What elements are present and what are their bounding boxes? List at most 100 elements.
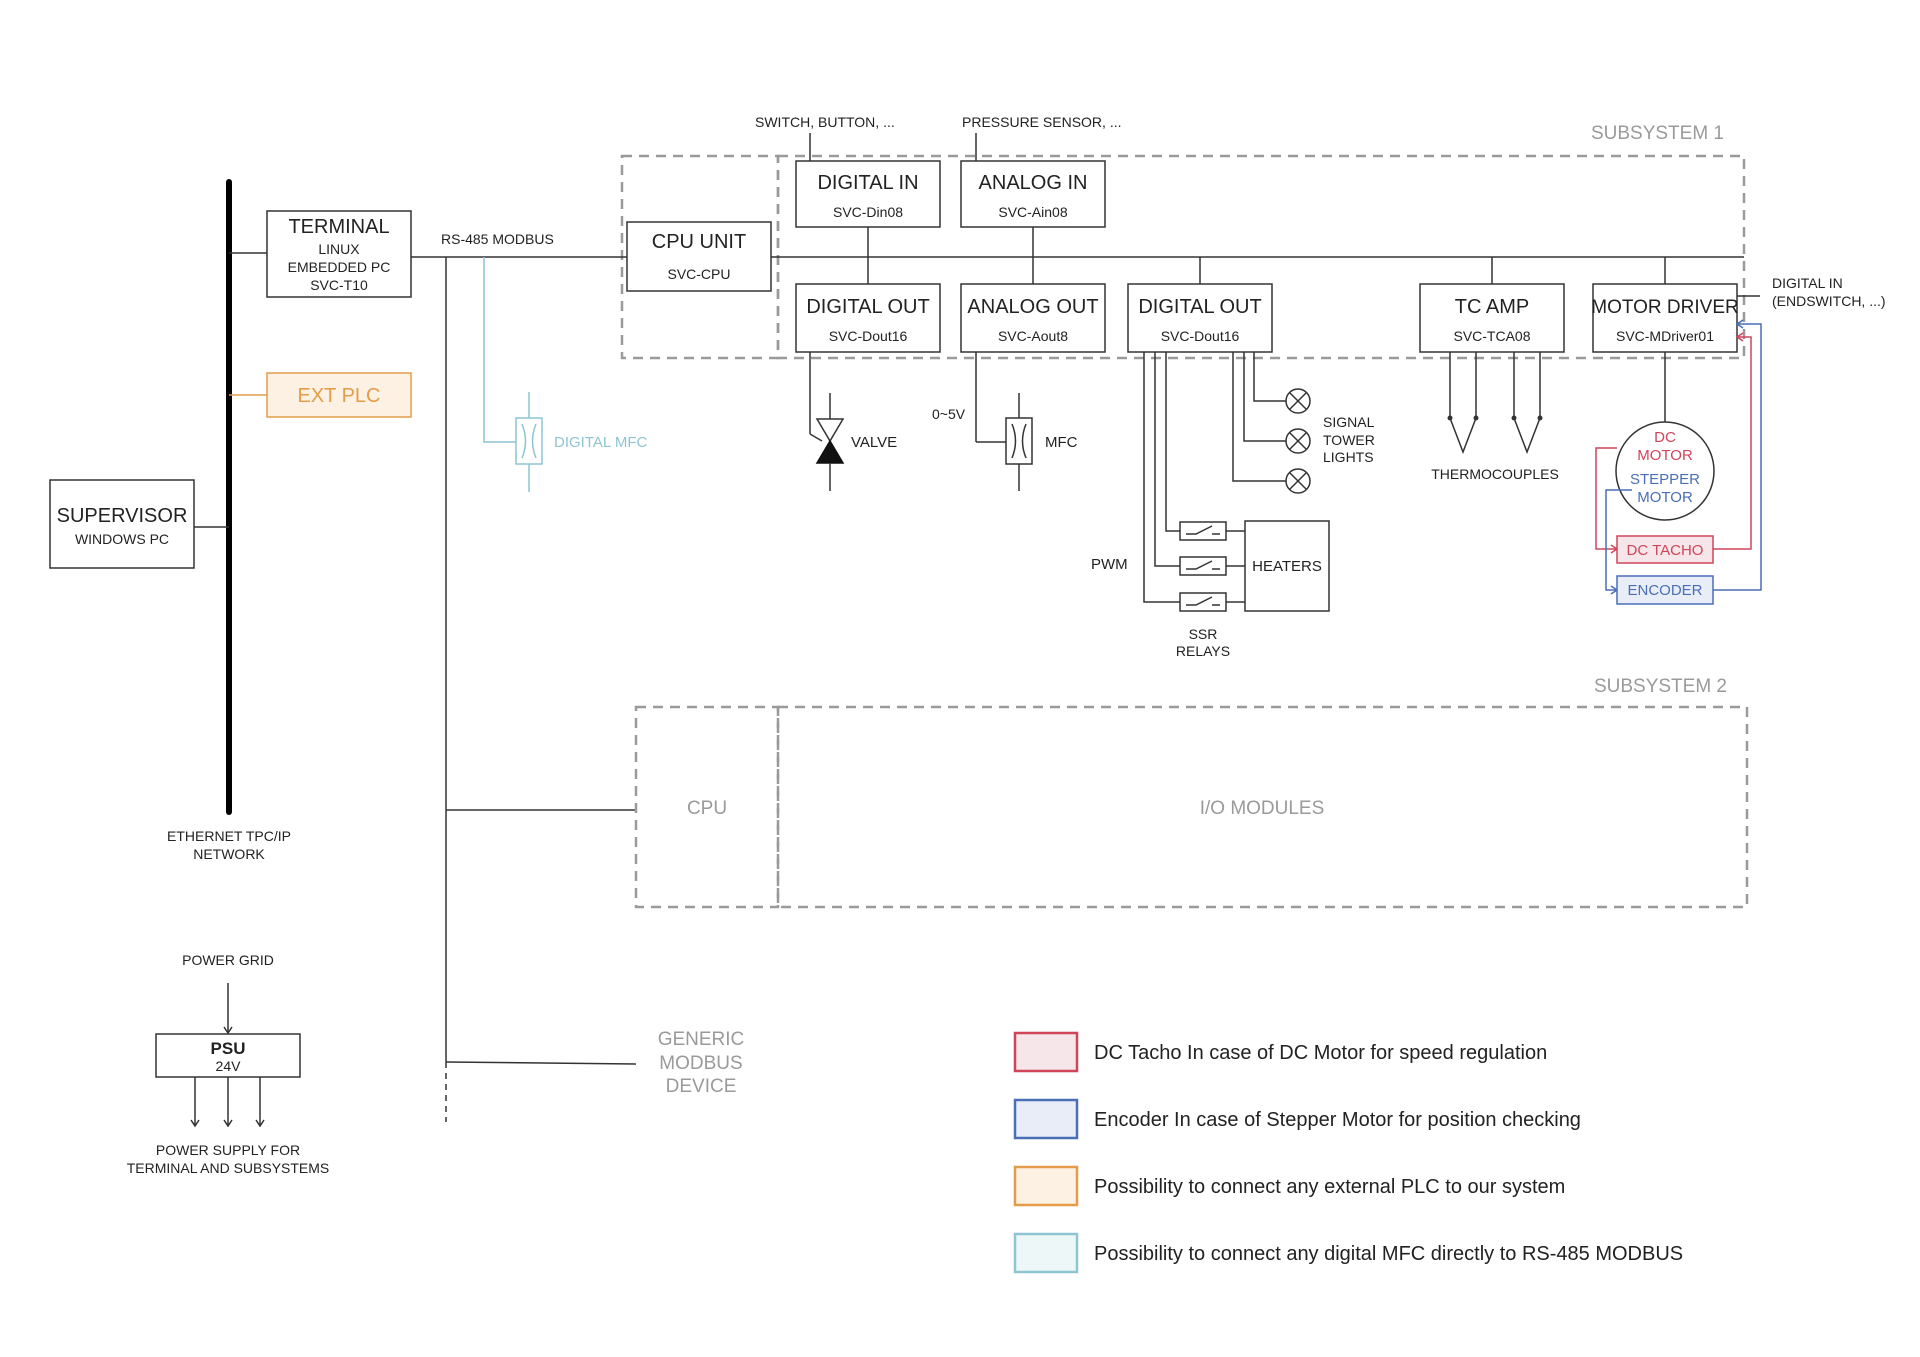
legend-swatch [1013,1098,1079,1140]
power-supply-line2: TERMINAL AND SUBSYSTEMS [127,1160,330,1176]
terminal-line-1: LINUX [318,241,360,257]
power-grid-label: POWER GRID [182,952,274,968]
dc-tacho-title: DC TACHO [1627,542,1704,559]
terminal-line-3: SVC-T10 [310,277,368,293]
legend-swatch [1013,1031,1079,1073]
power-supply-line1: POWER SUPPLY FOR [156,1142,300,1158]
motor-driver-sub: SVC-MDriver01 [1616,328,1714,344]
digital-out-1-node[interactable]: DIGITAL OUT SVC-Dout16 [795,283,941,353]
signal-tower-line3: LIGHTS [1323,449,1374,465]
io-modules-node: I/O MODULES [776,705,1749,909]
analog-out-node[interactable]: ANALOG OUT SVC-Aout8 [960,283,1106,353]
lamp-icon [1285,468,1311,494]
analog-in-sub: SVC-Ain08 [998,204,1067,220]
motor-icon: DC MOTOR STEPPER MOTOR [1615,421,1715,521]
motor-dc-line2: MOTOR [1637,447,1693,464]
digital-mfc-label: DIGITAL MFC [554,434,648,451]
relay-switch-icon [1179,521,1227,541]
cpu-unit-node[interactable]: CPU UNIT SVC-CPU [626,221,772,292]
thermocouples-label: THERMOCOUPLES [1431,466,1559,482]
mfc-label: MFC [1045,434,1078,451]
legend-text: Possibility to connect any digital MFC d… [1094,1243,1683,1265]
switch-button-label: SWITCH, BUTTON, ... [755,114,895,130]
io-modules-title: I/O MODULES [1200,798,1325,819]
tc-amp-node[interactable]: TC AMP SVC-TCA08 [1419,283,1565,353]
supervisor-node[interactable]: SUPERVISOR WINDOWS PC [49,479,195,569]
generic-modbus-line2: MODBUS [659,1053,742,1074]
arrow-down-icon [255,1119,265,1128]
lamp-icon [1285,428,1311,454]
generic-modbus-line1: GENERIC [658,1029,745,1050]
signal-tower-line1: SIGNAL [1323,414,1375,430]
digital-in-sub: SVC-Din08 [833,204,903,220]
psu-title: PSU [211,1039,246,1058]
motor-driver-node[interactable]: MOTOR DRIVER SVC-MDriver01 [1591,283,1739,353]
valve-label: VALVE [851,434,897,451]
encoder-title: ENCODER [1627,582,1702,599]
legend-swatch [1013,1165,1079,1207]
digital-out-1-title: DIGITAL OUT [806,296,929,318]
digital-in-node[interactable]: DIGITAL IN SVC-Din08 [795,160,941,228]
endswitch-line2: (ENDSWITCH, ...) [1772,293,1886,309]
digital-mfc-icon [515,392,543,492]
zero-5v-label: 0~5V [932,406,966,422]
ethernet-label-line1: ETHERNET TPC/IP [167,828,291,844]
thermocouple-icon [1447,352,1479,455]
legend-text: Possibility to connect any external PLC … [1094,1176,1565,1198]
supervisor-title: SUPERVISOR [57,505,188,527]
digital-out-2-node[interactable]: DIGITAL OUT SVC-Dout16 [1127,283,1273,353]
terminal-line-2: EMBEDDED PC [288,259,391,275]
heaters-node: HEATERS [1244,520,1330,612]
motor-stepper-line1: STEPPER [1630,471,1700,488]
lamp-icon [1285,388,1311,414]
dc-tacho-node: DC TACHO [1616,535,1714,564]
digital-in-title: DIGITAL IN [817,172,918,194]
tc-amp-sub: SVC-TCA08 [1453,328,1530,344]
analog-out-title: ANALOG OUT [967,296,1098,318]
ext-plc-node[interactable]: EXT PLC [266,372,412,418]
motor-dc-line1: DC [1654,429,1676,446]
analog-in-node[interactable]: ANALOG IN SVC-Ain08 [960,160,1106,228]
supervisor-sub: WINDOWS PC [75,531,169,547]
psu-node: PSU 24V [155,1033,301,1078]
mfc-icon [1005,393,1033,491]
cpu-unit-sub: SVC-CPU [667,266,730,282]
ssr-relays-line2: RELAYS [1176,643,1230,659]
relay-switch-icon [1179,592,1227,612]
cpu2-node: CPU [634,705,780,909]
motor-stepper-line2: MOTOR [1637,489,1693,506]
ethernet-label-line2: NETWORK [193,846,265,862]
motor-driver-title: MOTOR DRIVER [1591,297,1738,318]
digital-out-1-sub: SVC-Dout16 [829,328,908,344]
heaters-label: HEATERS [1252,558,1322,575]
cpu2-title: CPU [687,798,727,819]
subsystem1-label: SUBSYSTEM 1 [1591,123,1724,144]
ssr-relays-line1: SSR [1189,626,1218,642]
legend-text: DC Tacho In case of DC Motor for speed r… [1094,1042,1547,1064]
relay-switch-icon [1179,556,1227,576]
legend: DC Tacho In case of DC Motor for speed r… [1013,1031,1683,1274]
generic-modbus-line3: DEVICE [666,1076,737,1097]
encoder-node: ENCODER [1616,575,1714,605]
thermocouple-icon [1511,352,1543,455]
pwm-label: PWM [1091,556,1128,573]
terminal-node[interactable]: TERMINAL LINUX EMBEDDED PC SVC-T10 [266,210,412,298]
signal-tower-line2: TOWER [1323,432,1375,448]
arrow-down-icon [223,1026,233,1035]
psu-sub: 24V [216,1058,242,1074]
analog-out-sub: SVC-Aout8 [998,328,1068,344]
valve-icon [809,418,845,491]
terminal-title: TERMINAL [288,216,389,238]
legend-swatch [1013,1232,1079,1274]
ext-plc-title: EXT PLC [298,385,381,407]
subsystem2-label: SUBSYSTEM 2 [1594,676,1727,697]
digital-out-2-sub: SVC-Dout16 [1161,328,1240,344]
cpu-unit-title: CPU UNIT [652,231,746,253]
analog-in-title: ANALOG IN [979,172,1088,194]
legend-text: Encoder In case of Stepper Motor for pos… [1094,1109,1581,1131]
rs485-label: RS-485 MODBUS [441,231,554,247]
pressure-sensor-label: PRESSURE SENSOR, ... [962,114,1121,130]
arrow-down-icon [223,1119,233,1128]
endswitch-line1: DIGITAL IN [1772,275,1843,291]
